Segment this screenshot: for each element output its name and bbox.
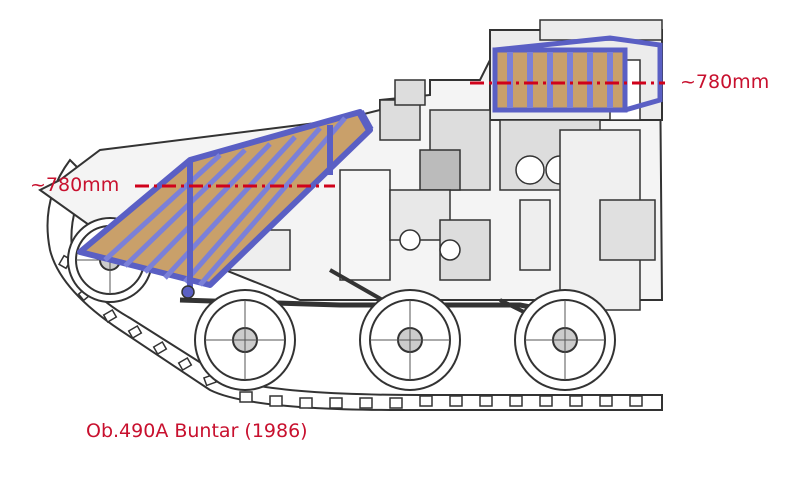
front-dimension-label: ~780mm: [30, 174, 120, 196]
internal-machinery: [229, 59, 656, 311]
top-dimension-label: ~780mm: [680, 71, 770, 93]
diagram-caption: Ob.490A Buntar (1986): [86, 420, 308, 442]
front-armor-panel: [77, 109, 374, 299]
top-armor-panel: [492, 35, 663, 113]
